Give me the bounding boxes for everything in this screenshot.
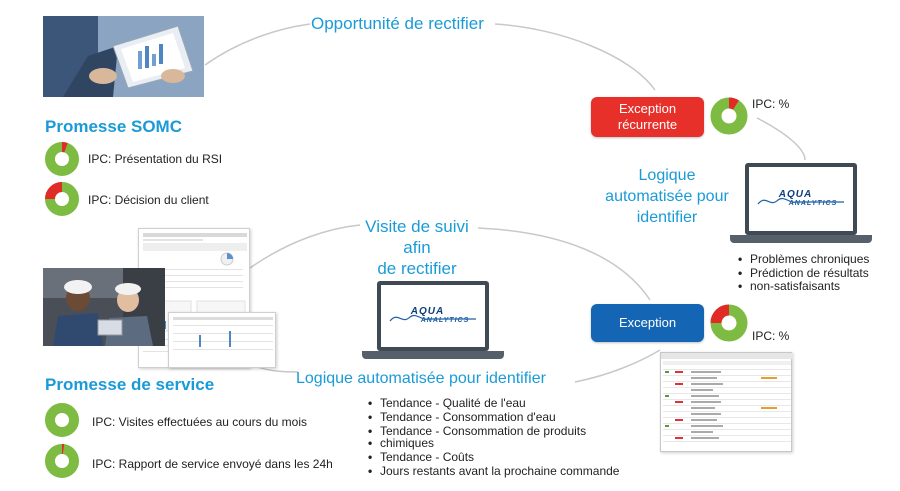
service-title: Promesse de service — [45, 375, 215, 394]
donut-chart-icon — [710, 97, 748, 135]
aqua-analytics-logo — [389, 314, 476, 322]
somc-kpi-decision: IPC: Décision du client — [88, 193, 209, 207]
top-title: Opportunité de rectifier — [311, 14, 484, 33]
logo-sub: ANALYTICS — [420, 317, 470, 324]
list-item: Prédiction de résultats — [738, 267, 898, 281]
aqua-analytics-logo — [757, 197, 844, 205]
list-item: Tendance - Consommation d'eau — [368, 411, 648, 425]
exception-recurrente-line2: récurrente — [617, 117, 678, 132]
exception-button[interactable]: Exception — [591, 304, 704, 342]
logo-sub: ANALYTICS — [788, 200, 838, 207]
data-table-screenshot — [660, 352, 793, 452]
service-kpi-report: IPC: Rapport de service envoyé dans les … — [92, 457, 333, 471]
center-laptop: AQUA ANALYTICS — [362, 281, 504, 361]
middle-title: Visite de suivi afin de rectifier — [352, 216, 482, 279]
logo-name: AQUA — [410, 306, 445, 317]
logic-right-line3: identifier — [636, 209, 698, 226]
logic-right-line1: Logique — [638, 167, 696, 184]
service-kpi-visits: IPC: Visites effectuées au cours du mois — [92, 415, 307, 429]
logic-center-list: Tendance - Qualité de l'eau Tendance - C… — [368, 397, 648, 479]
somc-title: Promesse SOMC — [45, 117, 182, 136]
list-item-continuation: chimiques — [368, 437, 648, 451]
logic-right-list: Problèmes chroniques Prédiction de résul… — [738, 253, 898, 294]
donut-chart-icon — [45, 182, 79, 216]
right-laptop: AQUA ANALYTICS — [730, 163, 872, 245]
list-item: Tendance - Consommation de produits — [368, 425, 648, 439]
logic-center-title: Logique automatisée pour identifier — [296, 370, 546, 387]
list-item: Tendance - Qualité de l'eau — [368, 397, 648, 411]
donut-chart-icon — [45, 444, 79, 478]
logo-name: AQUA — [778, 189, 813, 200]
exception-label: Exception — [618, 315, 677, 330]
tablet-photo — [43, 16, 204, 97]
middle-title-line1: Visite de suivi afin — [365, 217, 469, 257]
donut-chart-icon — [710, 304, 748, 342]
logic-right-line2: automatisée pour — [605, 188, 729, 205]
exception-recurrente-line1: Exception — [618, 101, 677, 116]
donut-chart-icon — [45, 142, 79, 176]
list-item: Jours restants avant la prochaine comman… — [368, 465, 648, 479]
list-item-continuation: non-satisfaisants — [738, 280, 898, 294]
exception-recurrente-button[interactable]: Exception récurrente — [591, 97, 704, 137]
exception-kpi: IPC: % — [752, 329, 790, 343]
exception-recurrente-kpi: IPC: % — [752, 97, 790, 111]
logic-right-title: Logique automatisée pour identifier — [592, 165, 742, 228]
list-item: Problèmes chroniques — [738, 253, 898, 267]
somc-kpi-roi: IPC: Présentation du RSI — [88, 152, 223, 166]
list-item: Tendance - Coûts — [368, 451, 648, 465]
middle-title-line2: de rectifier — [377, 259, 457, 278]
engineers-photo — [43, 268, 165, 346]
report-document — [168, 312, 276, 368]
donut-chart-icon — [45, 403, 79, 437]
